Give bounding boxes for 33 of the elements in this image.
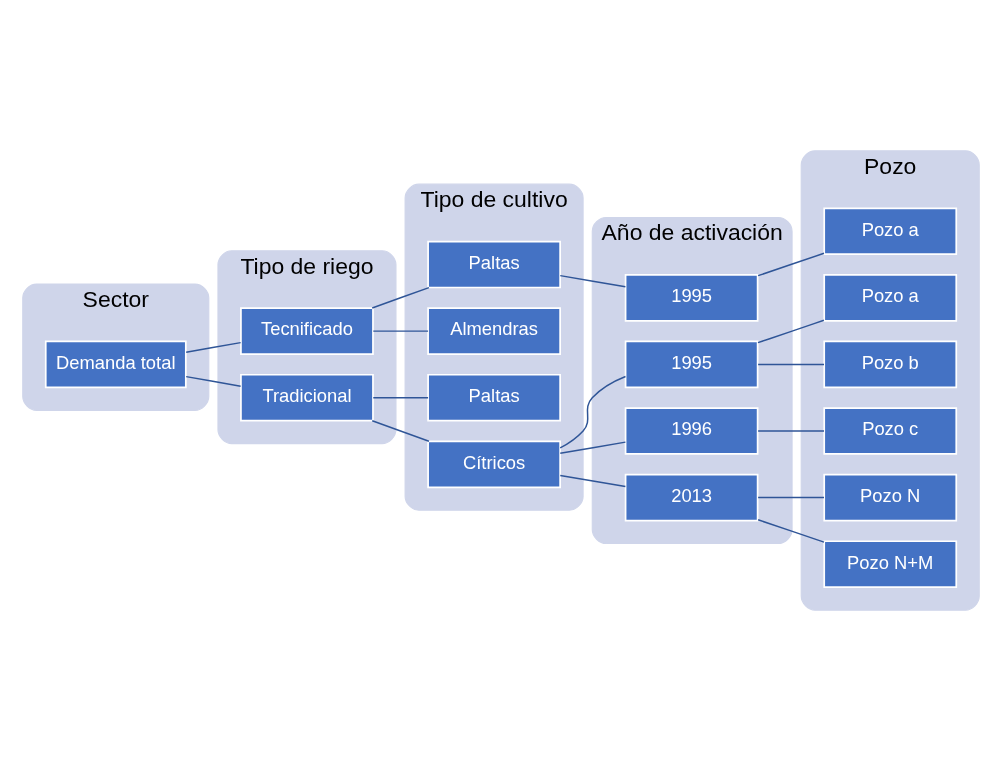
node-box: 1995 <box>624 340 758 389</box>
connector <box>371 286 430 309</box>
connector <box>756 496 825 499</box>
connector <box>559 441 626 454</box>
node-box: Tradicional <box>239 373 374 422</box>
connector <box>371 420 430 442</box>
node-box: Almendras <box>426 307 561 355</box>
connector <box>756 519 825 543</box>
connector <box>559 474 626 488</box>
connector <box>559 274 626 288</box>
node-box: 1996 <box>624 407 758 455</box>
connector <box>756 363 825 366</box>
connector <box>372 396 429 399</box>
node-box: Pozo a <box>822 207 957 256</box>
node-box: Pozo c <box>822 407 957 455</box>
connector <box>184 375 241 387</box>
connector <box>372 330 429 332</box>
node-box: Paltas <box>426 373 561 422</box>
node-box: Paltas <box>426 240 561 289</box>
node-box: Demanda total <box>44 340 187 389</box>
node-box: Pozo a <box>822 274 957 322</box>
node-box: Cítricos <box>426 440 561 489</box>
node-box: Pozo b <box>822 340 957 389</box>
connector <box>756 252 825 277</box>
connector <box>756 319 825 344</box>
node-box: Pozo N <box>822 473 957 522</box>
node-box: 1995 <box>624 274 758 322</box>
connector <box>558 375 626 449</box>
connector <box>756 430 825 432</box>
node-box: Pozo N+M <box>822 540 957 589</box>
connector <box>184 341 241 353</box>
node-box: Tecnificado <box>239 307 374 355</box>
node-box: 2013 <box>624 473 758 522</box>
